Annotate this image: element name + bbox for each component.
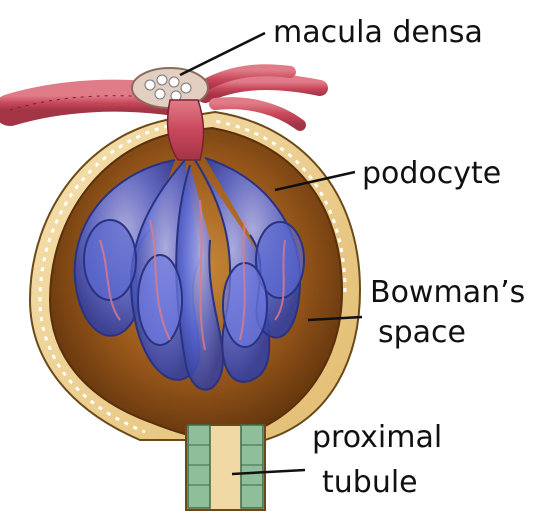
proximal-tubule: [186, 425, 265, 510]
label-bowmans-space-line2: space: [378, 315, 466, 350]
vascular-stalk: [168, 100, 204, 160]
label-proximal-tubule-line1: proximal: [312, 420, 442, 455]
label-macula-densa: macula densa: [273, 15, 483, 50]
label-proximal-tubule-line2: tubule: [322, 465, 418, 500]
label-podocyte: podocyte: [362, 156, 501, 191]
label-bowmans-space-line1: Bowman’s: [370, 275, 525, 310]
